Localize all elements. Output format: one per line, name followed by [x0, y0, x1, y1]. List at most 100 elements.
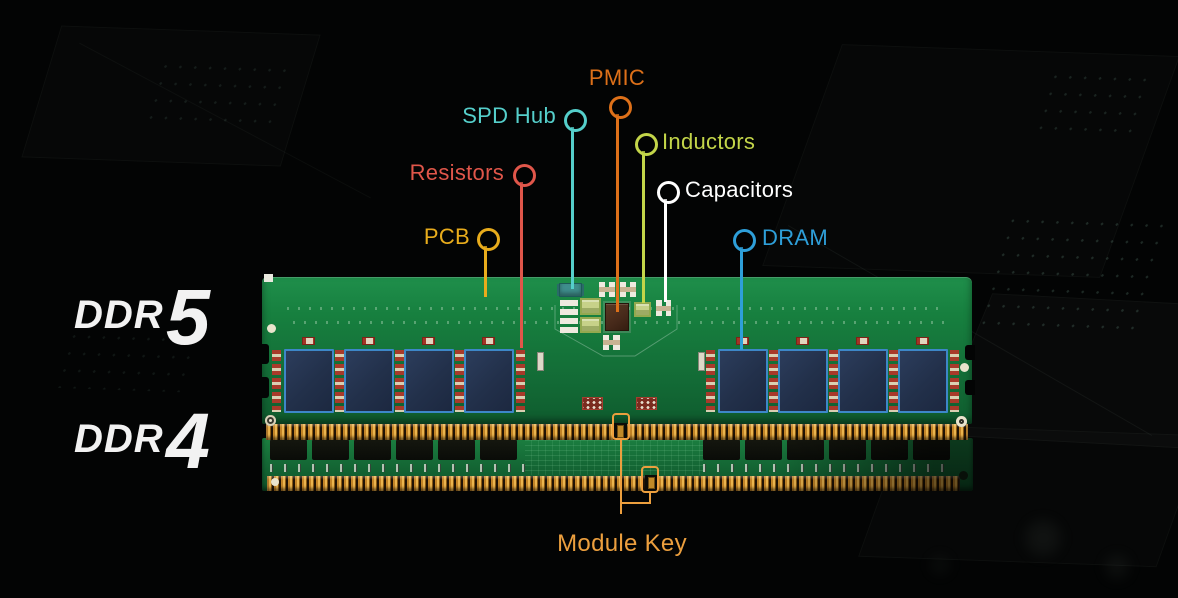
- resistor-strip: [950, 350, 959, 412]
- spd-hub-callout-line: [571, 127, 574, 289]
- resistor-strip: [272, 350, 281, 412]
- capacitor-column: [560, 300, 578, 334]
- background-pad-dots: [973, 212, 1177, 338]
- inductors-callout-marker: [635, 133, 658, 156]
- resistor-strip: [706, 350, 715, 412]
- title-ddr4: DDR 4: [74, 396, 254, 486]
- background-bokeh: [930, 555, 950, 575]
- ddr5-mounting-hole: [265, 415, 276, 426]
- ddr5-edge-notch: [965, 380, 975, 395]
- ddr4-circuit-traces: [525, 438, 703, 475]
- ddr4-key-notch: [645, 475, 658, 491]
- resistor-strip: [395, 350, 404, 412]
- ddr4-mounting-hole: [271, 478, 279, 486]
- ddr4-key-tab: [648, 477, 655, 489]
- title-ddr5: DDR 5: [74, 273, 254, 357]
- dram-chip: [344, 349, 394, 413]
- dram-callout-marker: [733, 229, 756, 252]
- ddr5-edge-notch: [259, 377, 269, 398]
- chip-top-resistor: [856, 337, 869, 345]
- chip-top-resistor: [362, 337, 375, 345]
- resistors-label: Resistors: [409, 160, 504, 185]
- pmic-label: PMIC: [588, 65, 646, 90]
- small-capacitor: [537, 352, 544, 371]
- ddr4-dram-chip: [312, 439, 349, 460]
- ddr5-edge-notch: [965, 345, 975, 360]
- pcb-label: PCB: [423, 224, 470, 249]
- dram-chip: [778, 349, 828, 413]
- spd-hub-label: SPD Hub: [462, 103, 556, 128]
- chip-top-resistor: [796, 337, 809, 345]
- pcb-callout-marker: [477, 228, 500, 251]
- dram-chip: [284, 349, 334, 413]
- ddr4-dram-chip: [438, 439, 475, 460]
- small-capacitor: [698, 352, 705, 371]
- ddr5-key-tab: [617, 425, 624, 438]
- ddr4-name: DDR: [74, 417, 164, 461]
- ddr4-mounting-hole: [959, 471, 968, 480]
- module-key-callout-line: [620, 440, 622, 514]
- capacitors-label: Capacitors: [685, 177, 794, 202]
- inductor-component: [634, 302, 651, 317]
- background-pad-dots: [1030, 68, 1160, 142]
- background-pad-dots: [140, 57, 290, 133]
- capacitors-callout-line: [664, 199, 667, 302]
- capacitors-callout-marker: [657, 181, 680, 204]
- inductors-callout-line: [642, 151, 645, 303]
- resistors-callout-line: [520, 182, 523, 348]
- ddr4-shadow-overlay: [773, 438, 973, 491]
- dram-chip: [898, 349, 948, 413]
- inductor-component: [580, 317, 601, 333]
- ddr4-dram-chip: [703, 439, 740, 460]
- dram-chip: [838, 349, 888, 413]
- pmic-callout-marker: [609, 96, 632, 119]
- dram-chip: [404, 349, 454, 413]
- module-key-label: Module Key: [557, 530, 687, 557]
- chip-top-resistor: [422, 337, 435, 345]
- background-shape: [21, 25, 321, 167]
- chip-top-resistor: [482, 337, 495, 345]
- resistor-strip: [516, 350, 525, 412]
- ddr4-dram-chip: [270, 439, 307, 460]
- ddr4-dram-chip: [396, 439, 433, 460]
- resistor-strip: [889, 350, 898, 412]
- background-bokeh: [1025, 520, 1061, 556]
- ddr4-module: [262, 438, 973, 491]
- module-key-highlight-ddr5: [612, 413, 630, 440]
- ddr5-mounting-hole: [960, 363, 969, 372]
- resistor-strip: [335, 350, 344, 412]
- module-key-bracket-line: [649, 492, 651, 504]
- capacitor-pair: [620, 282, 636, 297]
- power-cluster-outline: [554, 305, 678, 357]
- inductor-component: [580, 298, 601, 315]
- chip-top-resistor: [302, 337, 315, 345]
- inductors-label: Inductors: [662, 129, 756, 154]
- module-key-highlight-ddr4: [641, 466, 659, 493]
- ddr4-number: 4: [166, 396, 210, 486]
- ddr5-name: DDR: [74, 293, 164, 337]
- spd-hub-callout-marker: [564, 109, 587, 132]
- capacitor-pair: [599, 282, 615, 297]
- dram-callout-line: [740, 247, 743, 350]
- connector-block: [636, 397, 657, 410]
- dram-chip: [464, 349, 514, 413]
- pmic-callout-line: [616, 114, 619, 312]
- module-key-bracket-line: [621, 502, 651, 504]
- ddr4-component-row: [270, 464, 525, 472]
- ddr4-dram-chip: [745, 439, 782, 460]
- resistors-callout-marker: [513, 164, 536, 187]
- ddr5-corner-sticker: [264, 274, 273, 282]
- resistor-strip: [829, 350, 838, 412]
- capacitor-pair: [656, 300, 671, 316]
- ddr5-edge-notch: [259, 344, 269, 364]
- resistor-strip: [455, 350, 464, 412]
- dram-label: DRAM: [762, 225, 828, 250]
- connector-block: [582, 397, 603, 410]
- pcb-callout-line: [484, 246, 487, 297]
- background-trace-line: [79, 42, 371, 199]
- chip-top-resistor: [916, 337, 929, 345]
- spd-hub-chip: [559, 283, 582, 297]
- background-bokeh: [1105, 555, 1129, 579]
- ddr5-mounting-hole: [267, 324, 276, 333]
